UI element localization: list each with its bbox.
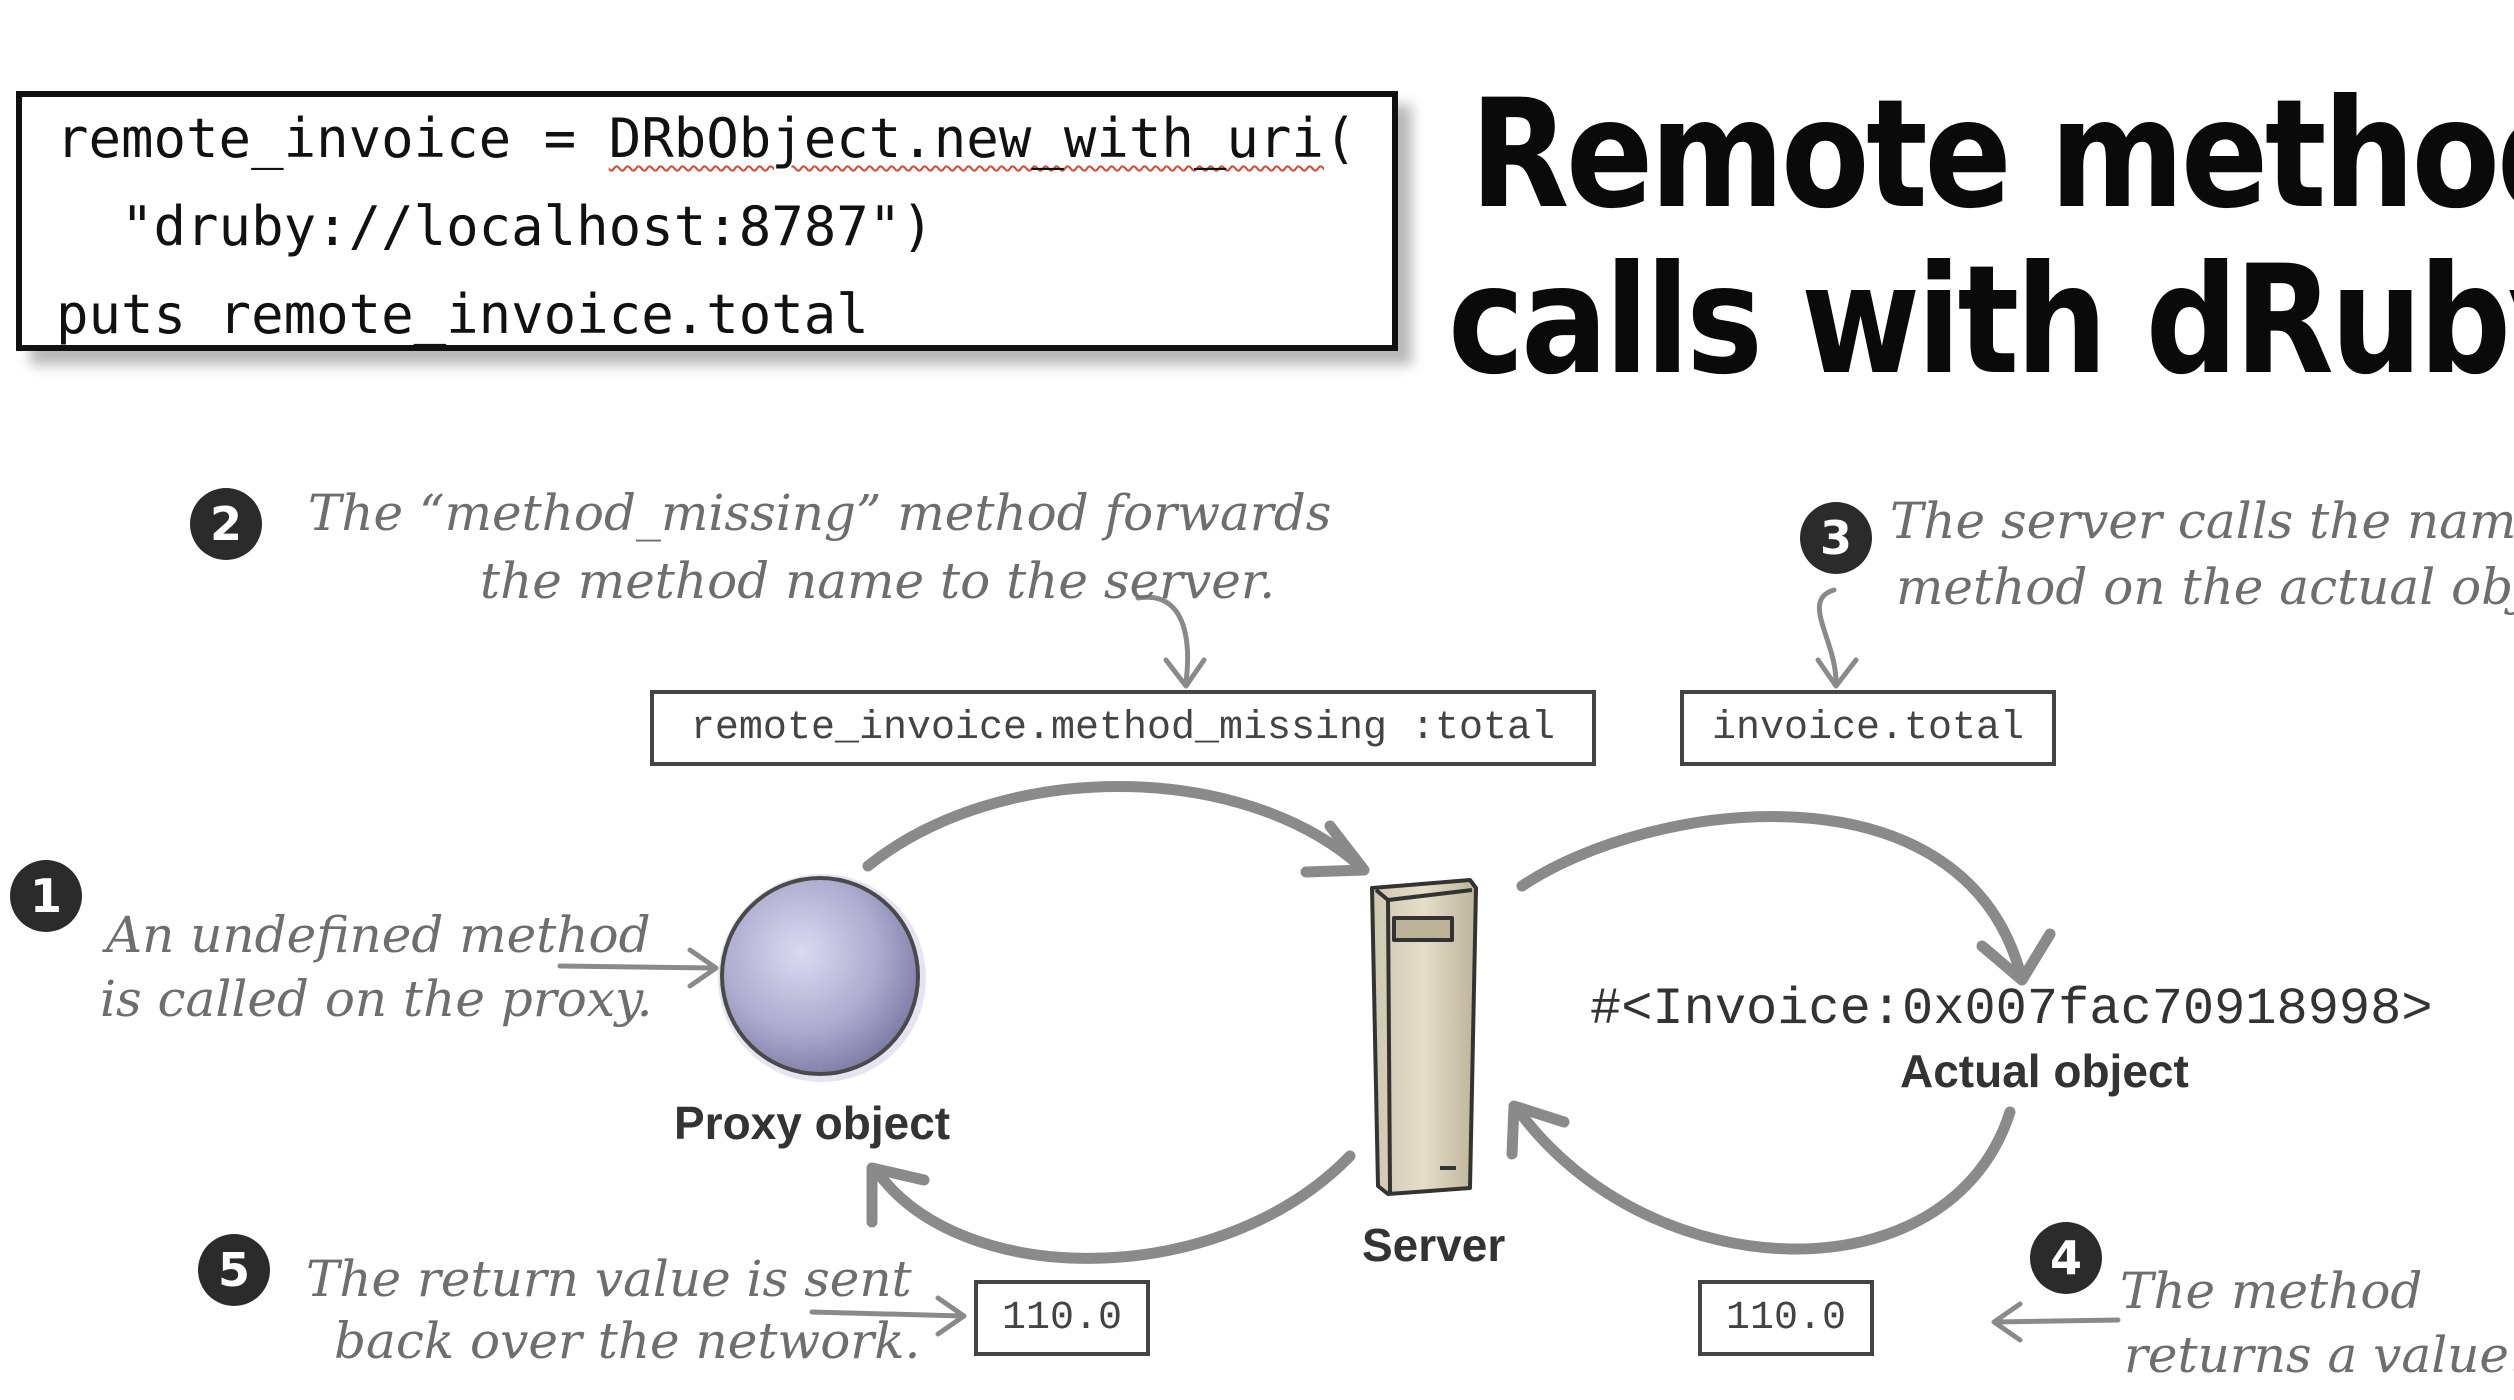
- step-4-text-line-2: returns a value.: [2124, 1326, 2514, 1384]
- server-tower-icon: [1370, 878, 1478, 1196]
- code-line-1-start: remote_invoice =: [56, 107, 609, 170]
- code-line-2: "druby://localhost:8787"): [56, 195, 934, 258]
- arrow-actual-to-server: [1512, 1104, 2016, 1255]
- actual-object-reference: #<Invoice:0x007fac70918998>: [1590, 980, 2433, 1039]
- step-5-badge: 5: [198, 1234, 270, 1306]
- step-4-text-line-1: The method: [2120, 1262, 2423, 1320]
- pointer-step-4: [1993, 1317, 2121, 1325]
- server-label: Server: [1362, 1219, 1506, 1271]
- method-missing-box: remote_invoice.method_missing :total: [650, 690, 1596, 766]
- step-2-text-line-1: The “method_missing” method forwards: [308, 484, 1332, 542]
- pointer-step-3-head: [1815, 657, 1859, 689]
- proxy-object-label: Proxy object: [674, 1097, 951, 1149]
- page-title-line-2: calls with dRuby: [1448, 234, 2514, 408]
- step-1-badge: 1: [10, 860, 82, 932]
- arrow-server-to-proxy: [870, 1150, 1356, 1264]
- pointer-step-2: [1135, 594, 1191, 685]
- step-4-badge: 4: [2030, 1222, 2102, 1294]
- pointer-step-2-head: [1163, 657, 1207, 689]
- return-value-box-left: 110.0: [974, 1280, 1150, 1356]
- invoice-total-box: invoice.total: [1680, 690, 2056, 766]
- arrowhead-actual-to-server: [1506, 1100, 1570, 1160]
- code-line-1-method: DRbObject.new_with_uri: [608, 107, 1324, 170]
- code-box: remote_invoice = DRbObject.new_with_uri(…: [16, 91, 1398, 351]
- sphere-icon: [718, 874, 926, 1082]
- step-1-text-line-2: is called on the proxy.: [100, 970, 653, 1028]
- pointer-step-3: [1816, 587, 1839, 685]
- step-3-text-line-2: method on the actual object.: [1896, 558, 2514, 616]
- pointer-step-5: [809, 1309, 965, 1319]
- step-5-text-line-1: The return value is sent: [306, 1250, 912, 1308]
- page-title-line-1: Remote method: [1470, 68, 2514, 242]
- arrowhead-server-to-actual: [1976, 928, 2056, 986]
- pointer-step-5-head: [935, 1295, 967, 1337]
- pointer-step-4-head: [1991, 1301, 2023, 1343]
- step-2-text-line-2: the method name to the server.: [480, 552, 1276, 610]
- step-3-text-line-1: The server calls the named: [1890, 492, 2514, 550]
- arrowhead-server-to-proxy: [866, 1162, 930, 1228]
- arrowhead-proxy-to-server: [1300, 820, 1370, 878]
- actual-object-label: Actual object: [1900, 1045, 2189, 1097]
- return-value-box-right: 110.0: [1698, 1280, 1874, 1356]
- step-2-badge: 2: [190, 488, 262, 560]
- step-1-text-line-1: An undefined method: [106, 906, 651, 964]
- arrow-proxy-to-server: [862, 781, 1366, 872]
- code-line-3: puts remote_invoice.total: [56, 283, 869, 346]
- step-5-text-line-2: back over the network.: [334, 1312, 921, 1370]
- pointer-step-1-head: [687, 947, 719, 989]
- step-3-badge: 3: [1800, 502, 1872, 574]
- pointer-step-1: [557, 963, 717, 971]
- code-line-1-end: (: [1323, 107, 1357, 170]
- code-line-1: remote_invoice = DRbObject.new_with_uri(: [56, 107, 1356, 170]
- arrow-server-to-actual: [1516, 811, 2026, 978]
